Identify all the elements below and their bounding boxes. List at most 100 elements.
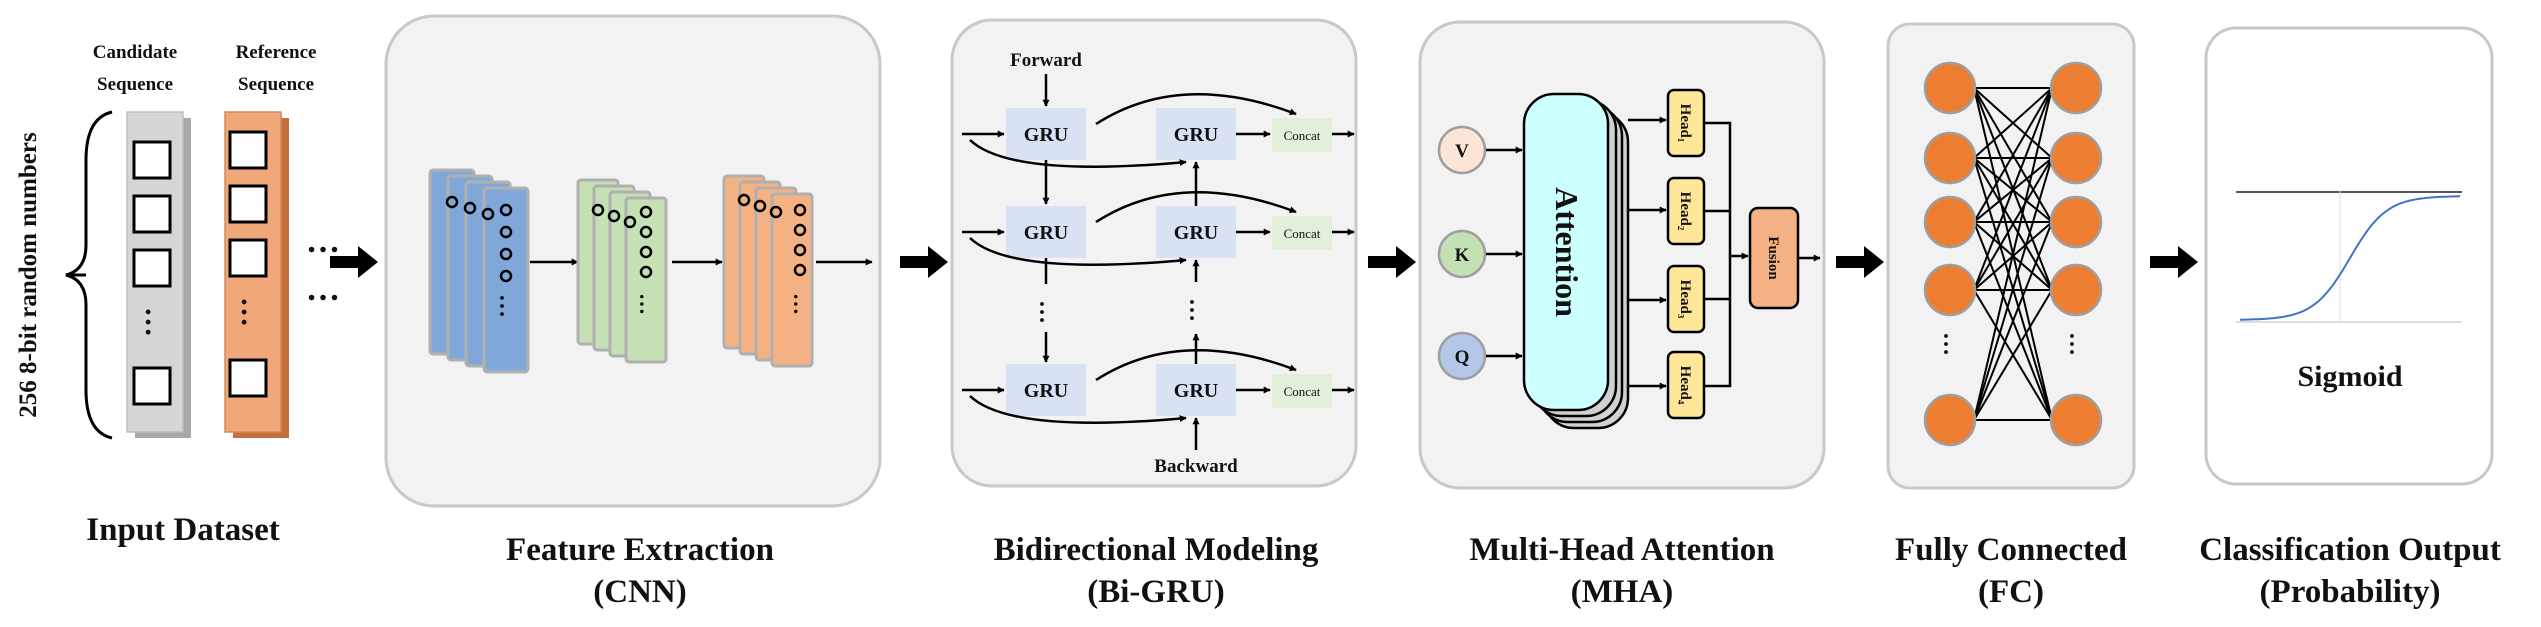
svg-text:Q: Q [1455,347,1470,368]
output-subtitle: (Probability) [2260,574,2441,610]
svg-text:…: … [494,294,520,318]
candidate-cell [132,140,172,180]
cnn-feature-maps-green: … [576,178,668,364]
input-dataset-title: Input Dataset [86,512,279,548]
query-input-circle [1437,331,1487,381]
cnn-subtitle: (CNN) [593,574,686,610]
fc-neuron [1923,263,1977,317]
fc-connection [1973,289,2053,421]
attention-block: Attention [1522,92,1630,430]
fc-section: …… Fully Connected (FC) [1886,22,2136,610]
svg-text:Concat: Concat [1284,128,1321,143]
fc-subtitle: (FC) [1978,574,2044,610]
svg-text:Head₃: Head₃ [1677,280,1693,319]
bigru-subtitle: (Bi-GRU) [1087,574,1224,610]
fc-neuron [2049,263,2103,317]
fc-connection [1973,87,2053,223]
svg-text:Concat: Concat [1284,384,1321,399]
reference-cell [228,358,268,398]
fc-connection [1973,87,2053,291]
fc-neuron [2049,61,2103,115]
cnn-title: Feature Extraction [506,532,774,568]
input-dataset-section: Candidate Sequence Reference Sequence 25… [15,42,340,548]
candidate-cell [132,366,172,406]
mha-section: V K Q Attention Head₁ Head₂ Head₃ Head₄ [1418,20,1826,610]
svg-text:…: … [635,293,660,315]
flow-arrow [2150,246,2198,278]
svg-text:GRU: GRU [1174,380,1218,402]
more-sequences-ellipsis: … [306,223,340,260]
mha-title: Multi-Head Attention [1469,532,1774,568]
svg-text:GRU: GRU [1024,380,1068,402]
fc-neuron [1923,61,1977,115]
svg-text:Head₂: Head₂ [1677,192,1693,231]
fc-connection [1973,87,2053,421]
sigmoid-label: Sigmoid [2297,360,2402,393]
svg-text:GRU: GRU [1024,124,1068,146]
svg-text:GRU: GRU [1174,124,1218,146]
output-section: Sigmoid Classification Output (Probabili… [2199,26,2501,610]
attention-label: Attention [1549,187,1585,317]
cnn-feature-maps-orange: … [722,174,814,368]
concat-box [1272,374,1332,408]
candidate-sequence-column: … [126,111,191,438]
flow-arrow [1368,246,1416,278]
candidate-cell [132,194,172,234]
fc-ellipsis: … [2064,332,2090,356]
fc-ellipsis: … [1938,332,1964,356]
svg-text:V: V [1455,141,1469,162]
reference-cell [228,130,268,170]
svg-text:Head₁: Head₁ [1677,104,1693,143]
value-input-circle [1437,125,1487,175]
mha-subtitle: (MHA) [1571,574,1674,610]
cnn-section: … … [384,14,882,610]
svg-text:…: … [789,293,814,315]
flow-arrow [1836,246,1884,278]
reference-sequence-label: Reference [236,42,317,63]
fc-title: Fully Connected [1895,532,2127,568]
reference-cell [228,184,268,224]
input-size-vertical-label: 256 8-bit random numbers [15,132,42,418]
reference-sequence-label-line2: Sequence [238,74,314,95]
flow-arrow [330,246,378,278]
forward-label: Forward [1010,50,1082,71]
fusion-label: Fusion [1765,236,1781,280]
svg-text:…: … [1034,300,1060,324]
sigmoid-curve [2240,195,2460,321]
svg-text:Concat: Concat [1284,226,1321,241]
fc-neuron [2049,195,2103,249]
gru-cell [1006,364,1086,416]
flow-arrow [900,246,948,278]
svg-text:GRU: GRU [1024,222,1068,244]
cnn-feature-maps-blue: … [428,168,530,374]
fc-connection [1973,157,2053,421]
backward-label: Backward [1154,456,1238,477]
fc-connection [1973,221,2053,421]
reference-cell [228,238,268,278]
concat-box [1272,216,1332,250]
concat-box [1272,118,1332,152]
gru-cell [1156,206,1236,258]
svg-text:GRU: GRU [1174,222,1218,244]
candidate-sequence-label-line2: Sequence [97,74,173,95]
candidate-cell [132,248,172,288]
candidate-ellipsis: … [139,307,172,337]
output-title: Classification Output [2199,532,2501,568]
fc-neuron [2049,393,2103,447]
svg-text:…: … [1184,298,1210,322]
sigmoid-plot [2236,190,2462,323]
fc-neuron [1923,195,1977,249]
reference-sequence-column: … [224,111,289,438]
fc-network: …… [1923,61,2103,447]
fc-connection [1973,87,2053,159]
fc-neuron [1923,393,1977,447]
fc-connection [1973,157,2053,291]
more-sequences-ellipsis-2: … [306,271,340,308]
key-input-circle [1437,229,1487,279]
fc-neuron [2049,131,2103,185]
gru-cell [1006,206,1086,258]
reference-ellipsis: … [235,297,268,327]
gru-cell [1156,364,1236,416]
svg-text:Head₄: Head₄ [1677,366,1693,405]
